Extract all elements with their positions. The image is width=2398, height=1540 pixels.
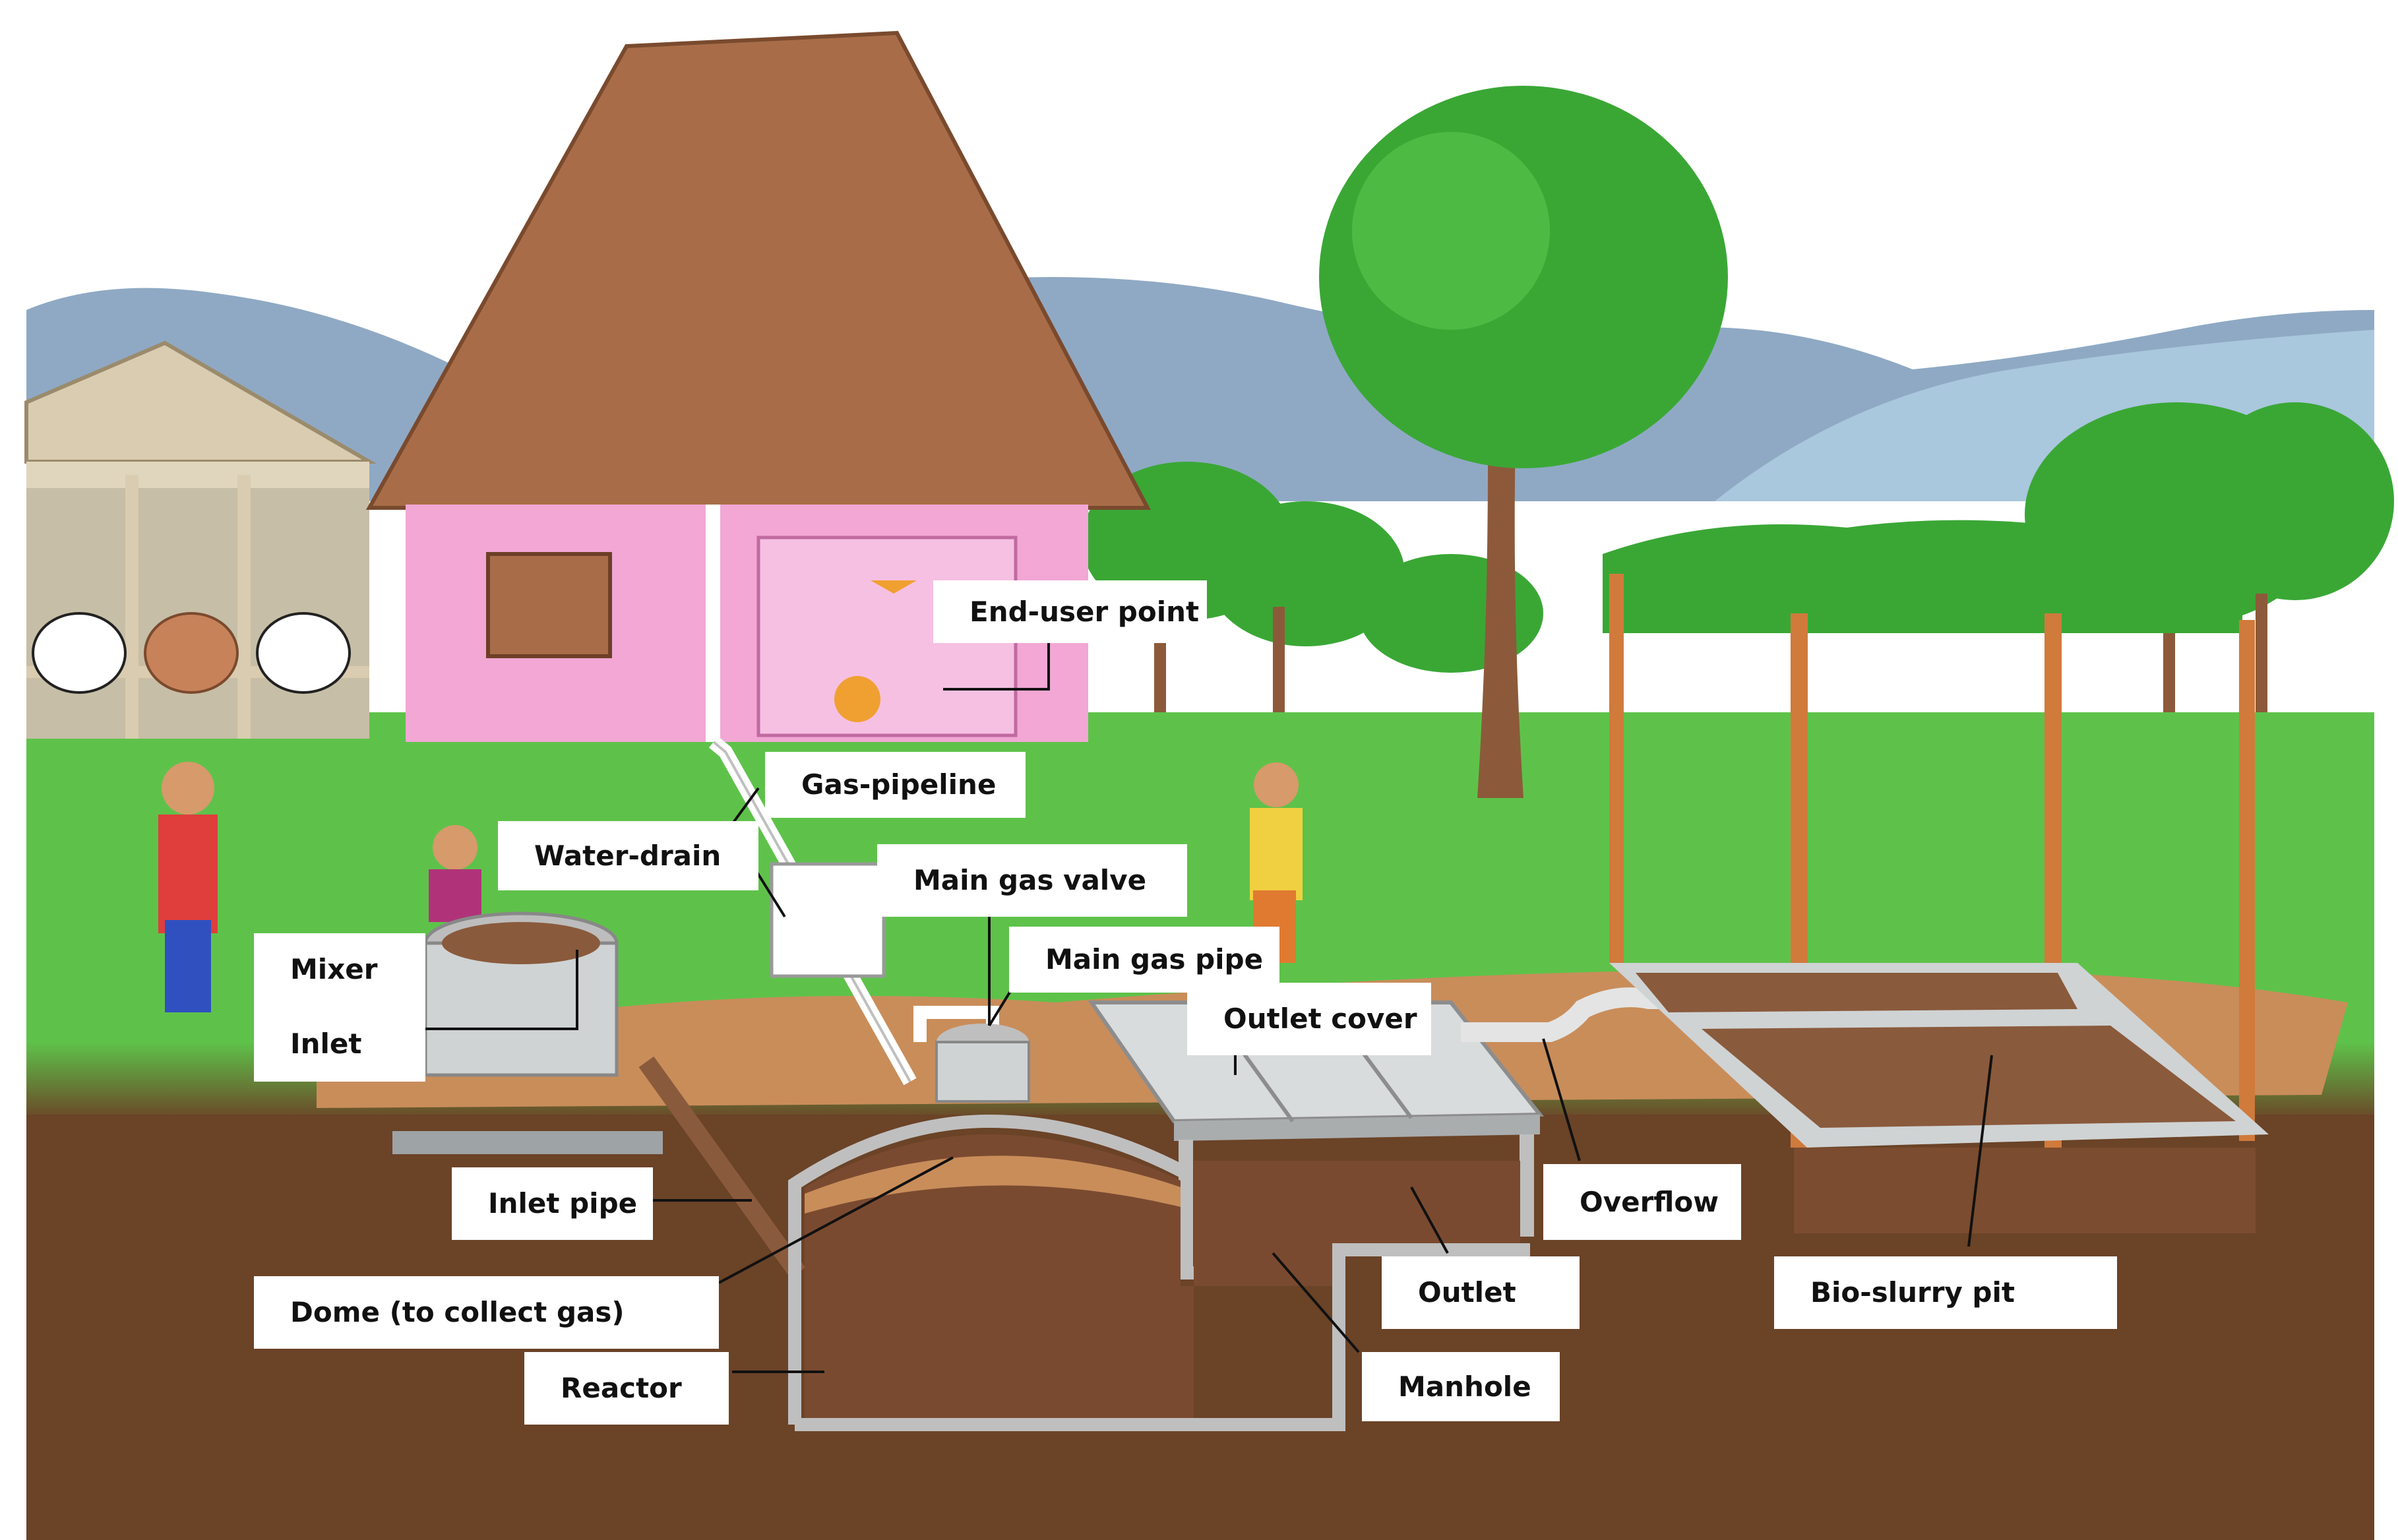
label-reactor: Reactor xyxy=(524,1352,729,1425)
bio-slurry-pit-shape xyxy=(1609,963,2269,1233)
label-overflow: Overflow xyxy=(1543,1164,1741,1240)
main-tree xyxy=(1319,86,1728,798)
mixer-tank xyxy=(392,911,663,1154)
inlet-pipe-shape xyxy=(638,1056,806,1279)
label-inlet-pipe: Inlet pipe xyxy=(452,1167,653,1240)
pergola xyxy=(1603,520,2255,1148)
label-main-gas-valve: Main gas valve xyxy=(877,844,1187,917)
label-outlet: Outlet xyxy=(1382,1256,1580,1329)
label-mixer: Mixer xyxy=(254,933,425,1006)
water-drain-box xyxy=(770,862,886,978)
label-water-drain: Water-drain xyxy=(498,821,758,890)
label-bio-slurry-pit: Bio-slurry pit xyxy=(1774,1256,2117,1329)
label-outlet-cover: Outlet cover xyxy=(1187,983,1431,1055)
main-gas-valve xyxy=(913,1006,1030,1103)
overflow-channel xyxy=(1461,987,1688,1042)
label-gas-pipeline: Gas-pipeline xyxy=(765,752,1026,818)
label-main-gas-pipe: Main gas pipe xyxy=(1009,927,1279,993)
reactor-dome xyxy=(788,1114,1530,1431)
label-dome: Dome (to collect gas) xyxy=(254,1276,719,1349)
label-end-user-point: End-user point xyxy=(933,580,1207,643)
label-inlet: Inlet xyxy=(254,1006,425,1082)
leader-lines xyxy=(422,640,1993,1373)
cow-shed xyxy=(24,340,377,739)
label-manhole: Manhole xyxy=(1362,1352,1560,1421)
